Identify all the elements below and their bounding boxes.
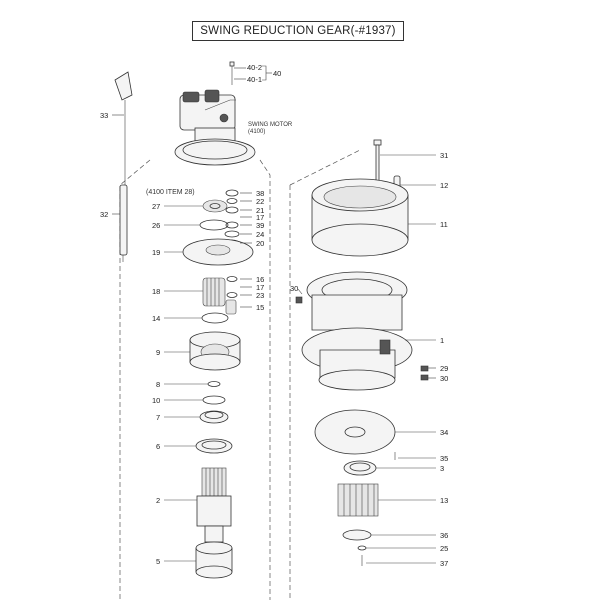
callout-18: 18 <box>152 287 160 296</box>
callout-16: 16 <box>256 275 264 284</box>
callout-40-1: 40-1 <box>247 75 262 84</box>
callout-39: 39 <box>256 221 264 230</box>
callout-17b: 17 <box>256 283 264 292</box>
callout-3: 3 <box>440 464 444 473</box>
callout-30a: 30 <box>290 284 298 293</box>
pinion-shaft-2 <box>196 467 232 543</box>
callout-35: 35 <box>440 454 448 463</box>
bearing-7 <box>199 410 229 424</box>
callout-30b: 30 <box>440 374 448 383</box>
plug-30a <box>295 296 303 304</box>
callout-6: 6 <box>156 442 160 451</box>
callout-32: 32 <box>100 210 108 219</box>
callout-25: 25 <box>440 544 448 553</box>
callout-19: 19 <box>152 248 160 257</box>
callout-26: 26 <box>152 221 160 230</box>
callout-23: 23 <box>256 291 264 300</box>
callout-2: 2 <box>156 496 160 505</box>
callout-37: 37 <box>440 559 448 568</box>
callout-11: 11 <box>440 220 448 229</box>
callout-40: 40 <box>273 69 281 78</box>
planet-gear-18 <box>202 277 226 307</box>
bolt-40 <box>229 61 235 85</box>
callout-29: 29 <box>440 364 448 373</box>
plug-30b <box>420 374 429 381</box>
callout-22: 22 <box>256 197 264 206</box>
cover-plate-34 <box>314 409 396 455</box>
pins-16-15 <box>225 276 238 315</box>
callout-14: 14 <box>152 314 160 323</box>
callout-24: 24 <box>256 230 264 239</box>
washer-8 <box>207 381 221 387</box>
housing-1 <box>301 271 413 391</box>
callout-15: 15 <box>256 303 264 312</box>
swing-motor <box>174 89 256 166</box>
sun-gear-27 <box>202 199 228 213</box>
callout-7: 7 <box>156 413 160 422</box>
motor-label-line2: (4100) <box>248 129 265 135</box>
callout-17a: 17 <box>256 213 264 222</box>
callout-38: 38 <box>256 189 264 198</box>
callout-12: 12 <box>440 181 448 190</box>
bolt-31 <box>373 139 382 186</box>
carrier-9 <box>189 331 241 371</box>
ring-gear-11 <box>311 178 409 257</box>
callout-13: 13 <box>440 496 448 505</box>
plate-36 <box>342 529 372 541</box>
washer-25 <box>357 545 367 551</box>
assembly-outline-left <box>119 159 151 600</box>
small-rings-38-24 <box>224 189 240 247</box>
carrier-19 <box>182 238 254 266</box>
diagram-title: SWING REDUCTION GEAR(-#1937) <box>192 21 404 41</box>
motor-label-line1: SWING MOTOR <box>248 122 293 128</box>
washer-26 <box>199 219 229 231</box>
seal-6 <box>195 438 233 454</box>
callout-8: 8 <box>156 380 160 389</box>
item-note: (4100 ITEM 28) <box>146 189 195 196</box>
callout-36: 36 <box>440 531 448 540</box>
callout-21: 21 <box>256 206 264 215</box>
callout-10: 10 <box>152 396 160 405</box>
washer-14 <box>201 312 229 324</box>
bearing-5 <box>195 541 233 579</box>
pinion-13 <box>337 483 379 517</box>
seal-3 <box>343 460 377 476</box>
pipe-32 <box>119 184 128 262</box>
level-gauge-33 <box>114 71 133 185</box>
callout-27: 27 <box>152 202 160 211</box>
callout-31: 31 <box>440 151 448 160</box>
callout-9: 9 <box>156 348 160 357</box>
ring-10 <box>202 395 226 405</box>
assembly-outline-right <box>289 149 361 186</box>
assembly-outline-left-right <box>259 159 271 600</box>
callout-34: 34 <box>440 428 448 437</box>
callout-40-2: 40-2 <box>247 63 262 72</box>
callout-33: 33 <box>100 111 108 120</box>
callout-5: 5 <box>156 557 160 566</box>
plug-29 <box>420 365 429 372</box>
callout-20: 20 <box>256 239 264 248</box>
callout-1: 1 <box>440 336 444 345</box>
